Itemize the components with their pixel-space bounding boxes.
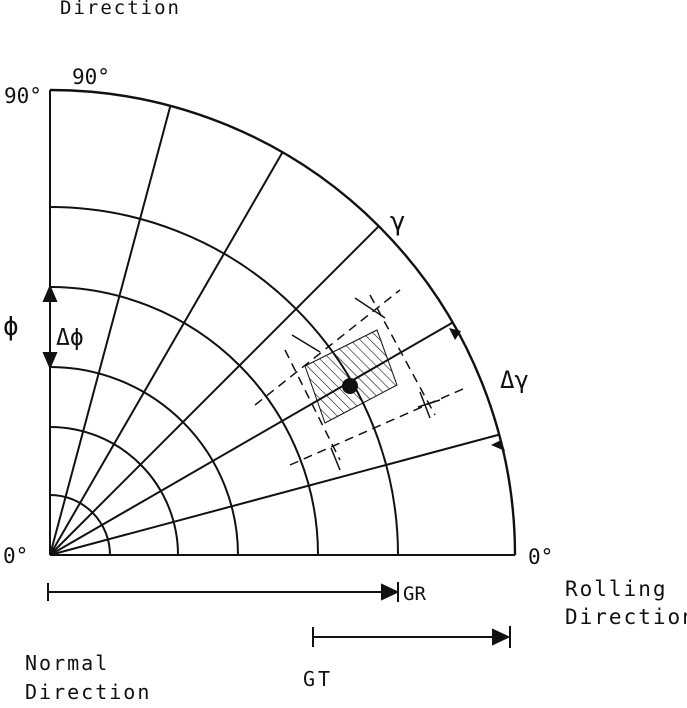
angle-0-origin-label: 0° [3, 544, 28, 568]
delta-gamma-arrowheads [449, 328, 505, 451]
angle-0-right-label: 0° [528, 545, 553, 569]
phi-label: ϕ [3, 312, 19, 342]
gamma-label: γ [390, 207, 406, 237]
radial-line-75 [49, 105, 172, 556]
gt-dimension [312, 626, 511, 648]
delta-gamma-label: Δγ [500, 366, 529, 394]
radial-lines [49, 90, 515, 556]
gt-label: GT [303, 667, 333, 691]
radial-line-15 [49, 433, 500, 556]
radial-line-30 [49, 321, 454, 556]
hatched-region [304, 329, 398, 424]
normal-direction-label-line1: Normal [25, 651, 109, 675]
delta-phi-dimension [42, 284, 58, 370]
gr-label: GR [403, 583, 426, 605]
rolling-direction-label-line1: Rolling [565, 577, 668, 601]
center-point [342, 378, 358, 394]
normal-direction-label-line2: Direction [25, 680, 151, 704]
angle-90-left-label: 90° [4, 84, 42, 108]
delta-phi-label: Δϕ [56, 325, 84, 351]
angle-90-top-label: 90° [72, 65, 110, 89]
cross-ticks [291, 297, 441, 471]
radial-line-45 [49, 225, 380, 556]
gr-dimension [47, 582, 400, 602]
top-direction-label: Direction [60, 0, 181, 19]
radial-line-60 [49, 151, 284, 556]
rolling-direction-label-line2: Direction [565, 605, 687, 629]
